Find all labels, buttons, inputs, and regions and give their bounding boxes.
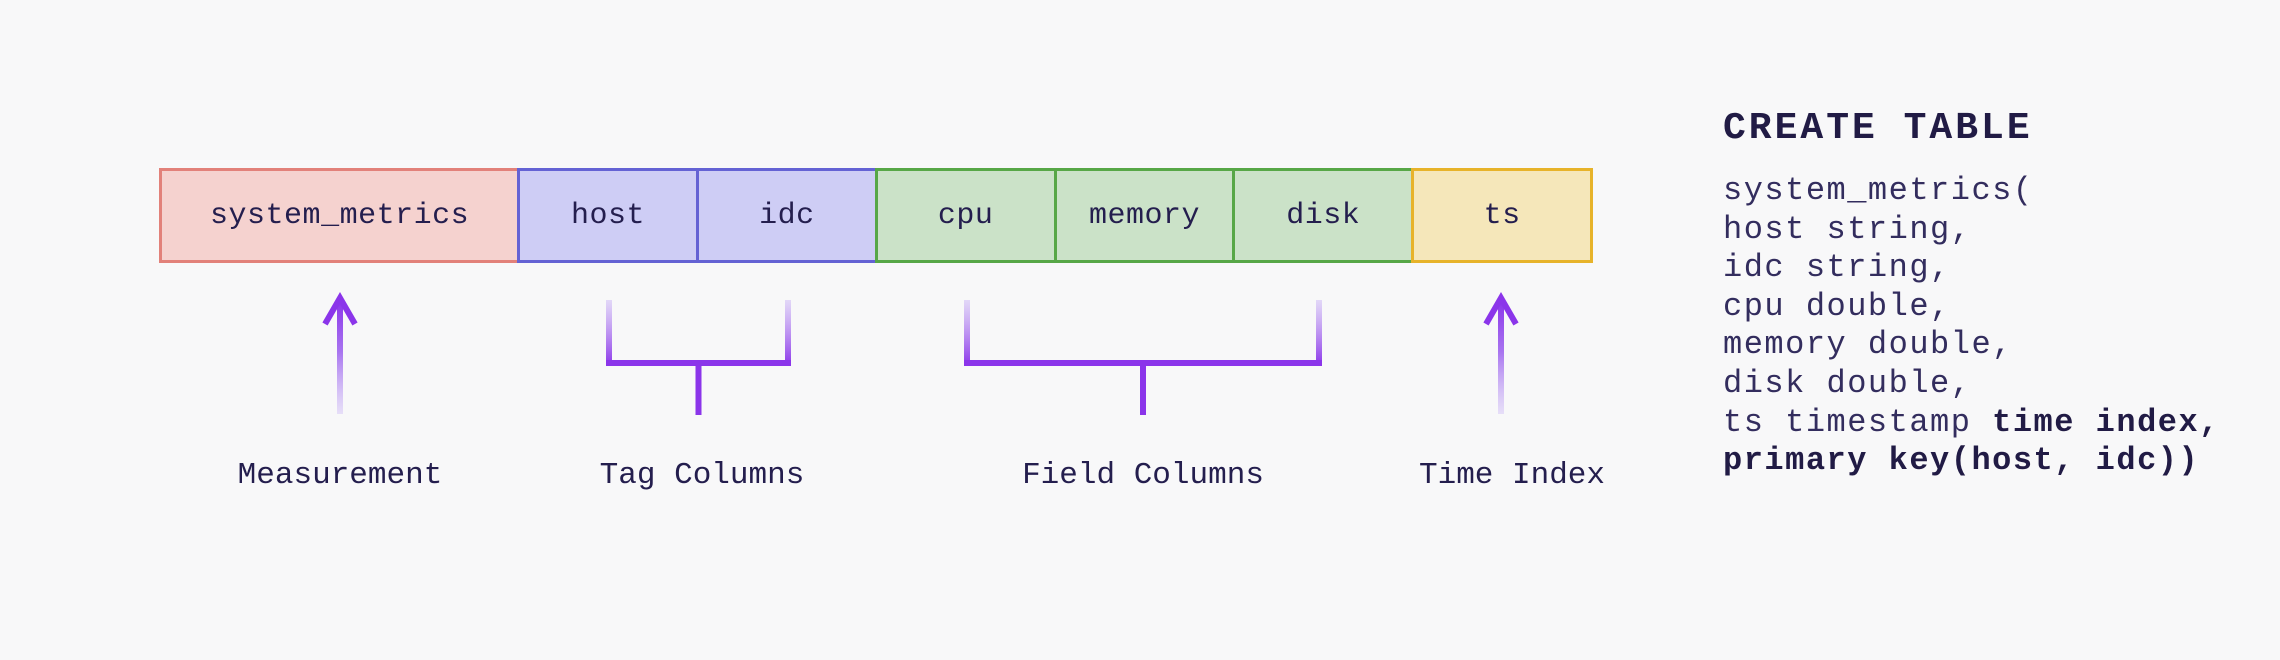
- tag-columns-label: Tag Columns: [599, 458, 805, 493]
- cell-field-memory: memory: [1053, 168, 1236, 263]
- cell-field-disk: disk: [1232, 168, 1415, 263]
- tag-columns-bracket: [606, 300, 791, 415]
- cell-tag-host: host: [517, 168, 699, 263]
- field-columns-bracket: [964, 300, 1322, 415]
- cell-field-cpu: cpu: [874, 168, 1057, 263]
- sql-heading: CREATE TABLE: [1723, 107, 2033, 150]
- sql-body: system_metrics(host string,idc string,cp…: [1723, 172, 2220, 481]
- table-row: system_metrics host idc cpu memory disk …: [159, 168, 1594, 263]
- sql-line: disk double,: [1723, 364, 1972, 402]
- cell-tag-idc: idc: [695, 168, 878, 263]
- cell-measurement: system_metrics: [159, 168, 521, 263]
- sql-line: cpu double,: [1723, 287, 1951, 325]
- measurement-label: Measurement: [237, 458, 443, 493]
- cell-time-ts: ts: [1411, 168, 1594, 263]
- field-columns-label: Field Columns: [1022, 458, 1264, 493]
- sql-line: memory double,: [1723, 326, 2013, 364]
- sql-line: idc string,: [1723, 249, 1951, 287]
- sql-snippet: CREATE TABLE system_metrics(host string,…: [1723, 106, 2220, 481]
- measurement-arrow: [322, 291, 358, 414]
- time-index-arrow: [1483, 291, 1519, 414]
- sql-line: system_metrics(: [1723, 172, 2034, 209]
- sql-line: host string,: [1723, 210, 1972, 248]
- sql-line: ts timestamp time index,: [1723, 403, 2220, 441]
- sql-line: primary key(host, idc)): [1723, 442, 2200, 480]
- time-index-label: Time Index: [1418, 458, 1606, 493]
